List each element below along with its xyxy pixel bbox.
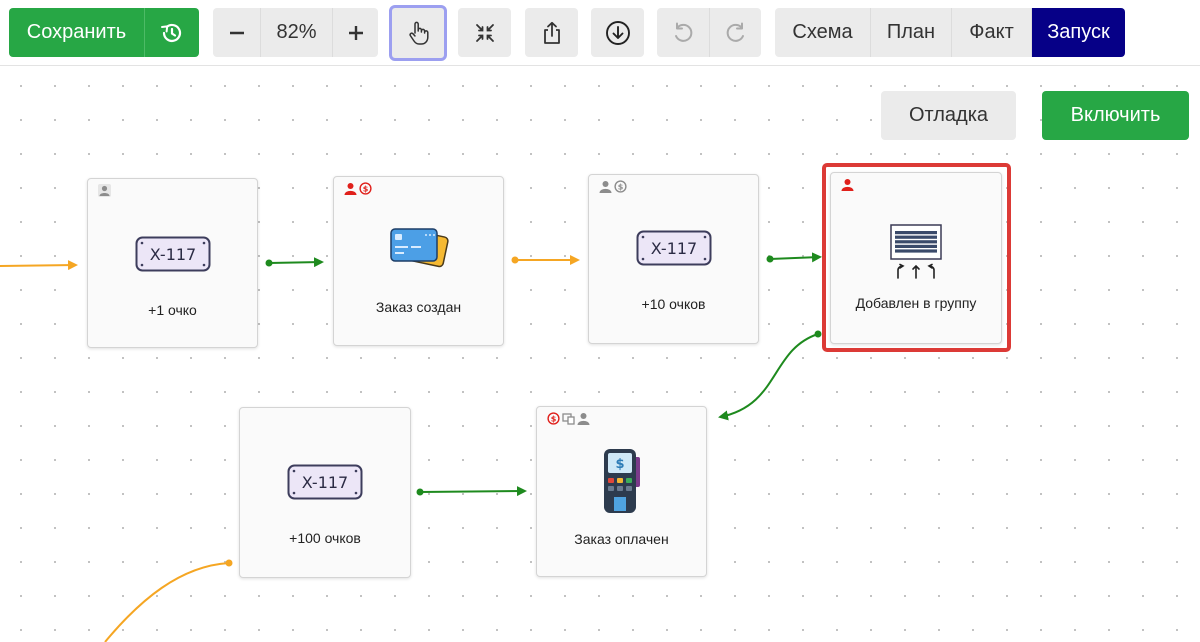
- svg-text:$: $: [551, 415, 557, 424]
- toolbar: Сохранить 82%: [0, 0, 1200, 66]
- user-gray-icon: [577, 413, 590, 425]
- badge-x117-text: X-117: [650, 239, 696, 258]
- download-circle-icon: [605, 20, 630, 45]
- zoom-group: 82%: [213, 8, 378, 57]
- save-group: Сохранить: [9, 8, 199, 57]
- user-gray-icon: [98, 184, 111, 197]
- flow-node[interactable]: $ Заказ создан: [333, 176, 504, 346]
- plus-icon: [348, 25, 363, 40]
- badge-x117-text: X-117: [149, 245, 195, 264]
- payment-terminal-icon: $: [603, 449, 640, 513]
- svg-text:$: $: [618, 183, 624, 192]
- export-button[interactable]: [525, 8, 578, 57]
- redo-button[interactable]: [709, 8, 761, 57]
- flow-node[interactable]: X-117 +100 очков: [239, 407, 411, 578]
- badge-x117-icon: X-117: [287, 464, 363, 500]
- flow-node[interactable]: $ $ Заказ оплачен: [536, 406, 707, 577]
- node-label: Заказ создан: [375, 299, 462, 315]
- flow-node[interactable]: X-117 +1 очко: [87, 178, 258, 348]
- fit-group: [458, 8, 511, 57]
- tab-fact[interactable]: Факт: [951, 8, 1031, 57]
- view-tabs: Схема План Факт Запуск: [775, 8, 1125, 57]
- user-red-icon: [841, 179, 854, 191]
- redo-icon: [726, 22, 744, 42]
- badge-x117-text: X-117: [302, 473, 348, 492]
- node-badges: [841, 178, 854, 191]
- history-nav-group: [657, 8, 761, 57]
- enable-button[interactable]: Включить: [1042, 91, 1189, 140]
- credit-cards-icon: [389, 228, 449, 268]
- history-icon: [161, 23, 182, 42]
- tab-launch[interactable]: Запуск: [1031, 8, 1125, 57]
- flow-node[interactable]: $ X-117 +10 очков: [588, 174, 759, 344]
- badge-x117-icon: X-117: [135, 236, 210, 272]
- zoom-out-button[interactable]: [213, 8, 260, 57]
- share-upload-icon: [543, 21, 560, 44]
- user-gray-icon: [599, 181, 612, 193]
- badge-x117-icon: X-117: [636, 230, 711, 266]
- node-label: Заказ оплачен: [574, 531, 669, 547]
- flow-node-selected[interactable]: Добавлен в группу: [830, 172, 1002, 344]
- node-badges: $: [599, 180, 627, 193]
- debug-button[interactable]: Отладка: [881, 91, 1016, 140]
- selection-outline: [822, 163, 1011, 352]
- undo-icon: [675, 22, 693, 42]
- node-label: Добавлен в группу: [855, 295, 977, 311]
- collapse-arrows-icon: [475, 23, 494, 42]
- tab-plan[interactable]: План: [870, 8, 951, 57]
- money-red-icon: $: [547, 412, 560, 425]
- node-label: +100 очков: [289, 530, 361, 546]
- hand-pointer-icon: [409, 21, 429, 45]
- history-button[interactable]: [144, 8, 199, 57]
- save-button[interactable]: Сохранить: [9, 8, 144, 57]
- svg-text:$: $: [615, 457, 624, 472]
- user-red-icon: [344, 183, 357, 195]
- export-group: [525, 8, 578, 57]
- download-button[interactable]: [591, 8, 644, 57]
- fit-screen-button[interactable]: [458, 8, 511, 57]
- node-label: +1 очко: [148, 302, 197, 318]
- money-red-icon: $: [359, 182, 372, 195]
- undo-button[interactable]: [657, 8, 709, 57]
- node-badges: [98, 184, 111, 197]
- tab-scheme[interactable]: Схема: [775, 8, 870, 57]
- money-gray-icon: $: [614, 180, 627, 193]
- node-label: +10 очков: [641, 296, 706, 312]
- zoom-in-button[interactable]: [332, 8, 378, 57]
- svg-text:$: $: [363, 185, 369, 194]
- group-stack-icon: [890, 224, 942, 279]
- devices-gray-icon: [562, 413, 575, 425]
- node-badges: $: [547, 412, 590, 425]
- pan-tool-button[interactable]: [389, 5, 447, 61]
- zoom-level: 82%: [260, 8, 332, 57]
- node-badges: $: [344, 182, 372, 195]
- download-group: [591, 8, 644, 57]
- minus-icon: [229, 31, 244, 34]
